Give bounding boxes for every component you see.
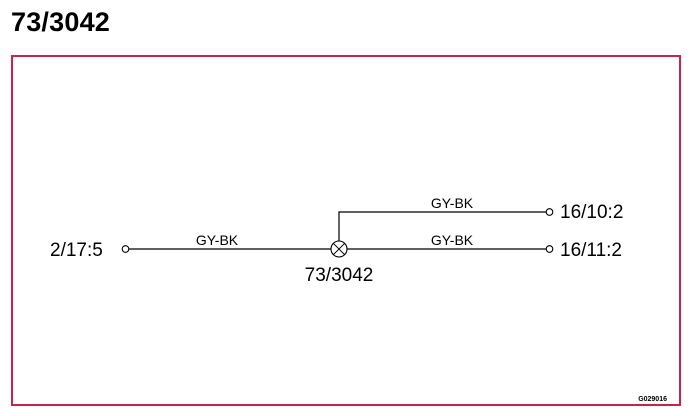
- connector-right-upper-label: 16/10:2: [560, 202, 623, 223]
- terminal-right-lower: [545, 245, 554, 253]
- connector-left-label: 2/17:5: [50, 240, 103, 261]
- connector-right-lower-label: 16/11:2: [560, 240, 622, 261]
- wire-left-color-label: GY-BK: [196, 232, 239, 248]
- wire-right-upper-color-label: GY-BK: [431, 195, 474, 211]
- diagram-frame: [11, 55, 681, 406]
- wire-right-lower-color-label: GY-BK: [431, 232, 474, 248]
- terminal-left: [121, 245, 130, 253]
- wire-right-upper: [338, 211, 546, 241]
- terminal-right-upper: [545, 208, 554, 216]
- reference-code: G029016: [638, 396, 667, 403]
- splice-junction-icon: [330, 240, 348, 258]
- splice-label: 73/3042: [305, 265, 374, 286]
- page-title: 73/3042: [11, 7, 110, 37]
